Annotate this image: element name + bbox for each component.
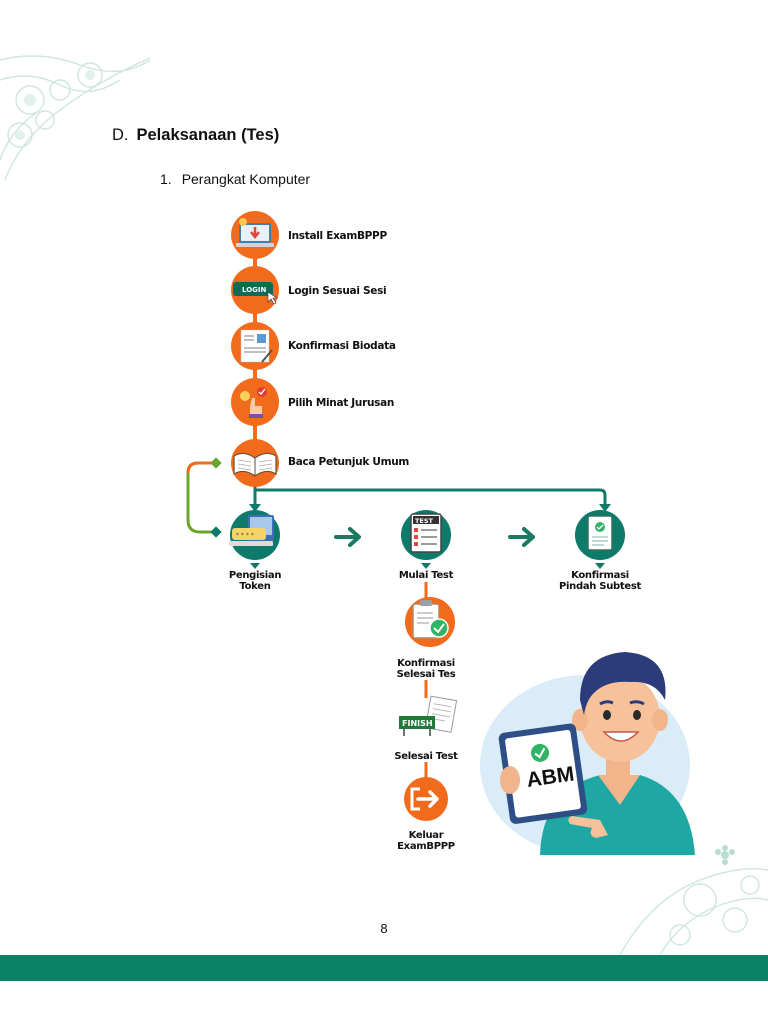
section-letter: D. — [112, 126, 129, 144]
arrow-right-icon — [334, 527, 535, 547]
subsection-number: 1. — [160, 171, 172, 187]
login-icon — [231, 266, 279, 314]
step-label: Install ExamBPPP — [288, 230, 387, 242]
login-button-text: LOGIN — [242, 286, 267, 294]
batik-ornament-top-left — [0, 55, 151, 181]
install-icon — [231, 211, 279, 259]
step-label-token: Pengisian Token — [228, 570, 282, 592]
subtest-icon — [575, 510, 625, 560]
test-sign-text: TEST — [415, 517, 434, 525]
clipboard-check-icon — [405, 597, 455, 647]
step-label: Pilih Minat Jurusan — [288, 397, 395, 409]
section-heading: D. Pelaksanaan (Tes) — [112, 126, 279, 145]
step-label: Baca Petunjuk Umum — [288, 456, 410, 468]
step-label: Konfirmasi Biodata — [288, 340, 396, 352]
step-label-exit: Keluar ExamBPPP — [397, 830, 455, 852]
section-title: Pelaksanaan (Tes) — [136, 126, 280, 144]
choose-major-icon — [231, 378, 279, 426]
step-label-subtest: Konfirmasi Pindah Subtest — [559, 570, 641, 592]
subsection-title: Perangkat Komputer — [181, 171, 311, 187]
test-icon: TEST — [401, 510, 451, 560]
finish-flag-icon: FINISH — [399, 695, 458, 736]
page-number: 8 — [380, 921, 388, 936]
svg-text:* * * *: * * * * — [236, 532, 254, 539]
exit-icon — [404, 777, 448, 821]
loop-bracket — [186, 461, 214, 534]
step-label-finish-test: Selesai Test — [394, 751, 458, 762]
biodata-icon — [231, 322, 279, 370]
flowchart: * * * * TEST FINISH LOGI — [186, 211, 625, 821]
step-label: Login Sesuai Sesi — [288, 285, 387, 297]
footer-bar — [0, 955, 768, 981]
flow-connector-teal — [253, 480, 607, 508]
token-icon: * * * * — [229, 510, 280, 560]
step-label-confirm-finish: Konfirmasi Selesai Tes — [396, 658, 456, 680]
batik-ornament-bottom-right — [619, 845, 768, 955]
step-label-start-test: Mulai Test — [398, 570, 454, 581]
man-with-tablet-illustration: ABM — [480, 652, 695, 855]
subsection-heading: 1. Perangkat Komputer — [160, 171, 310, 187]
finish-sign-text: FINISH — [402, 719, 433, 728]
book-icon — [231, 439, 279, 487]
